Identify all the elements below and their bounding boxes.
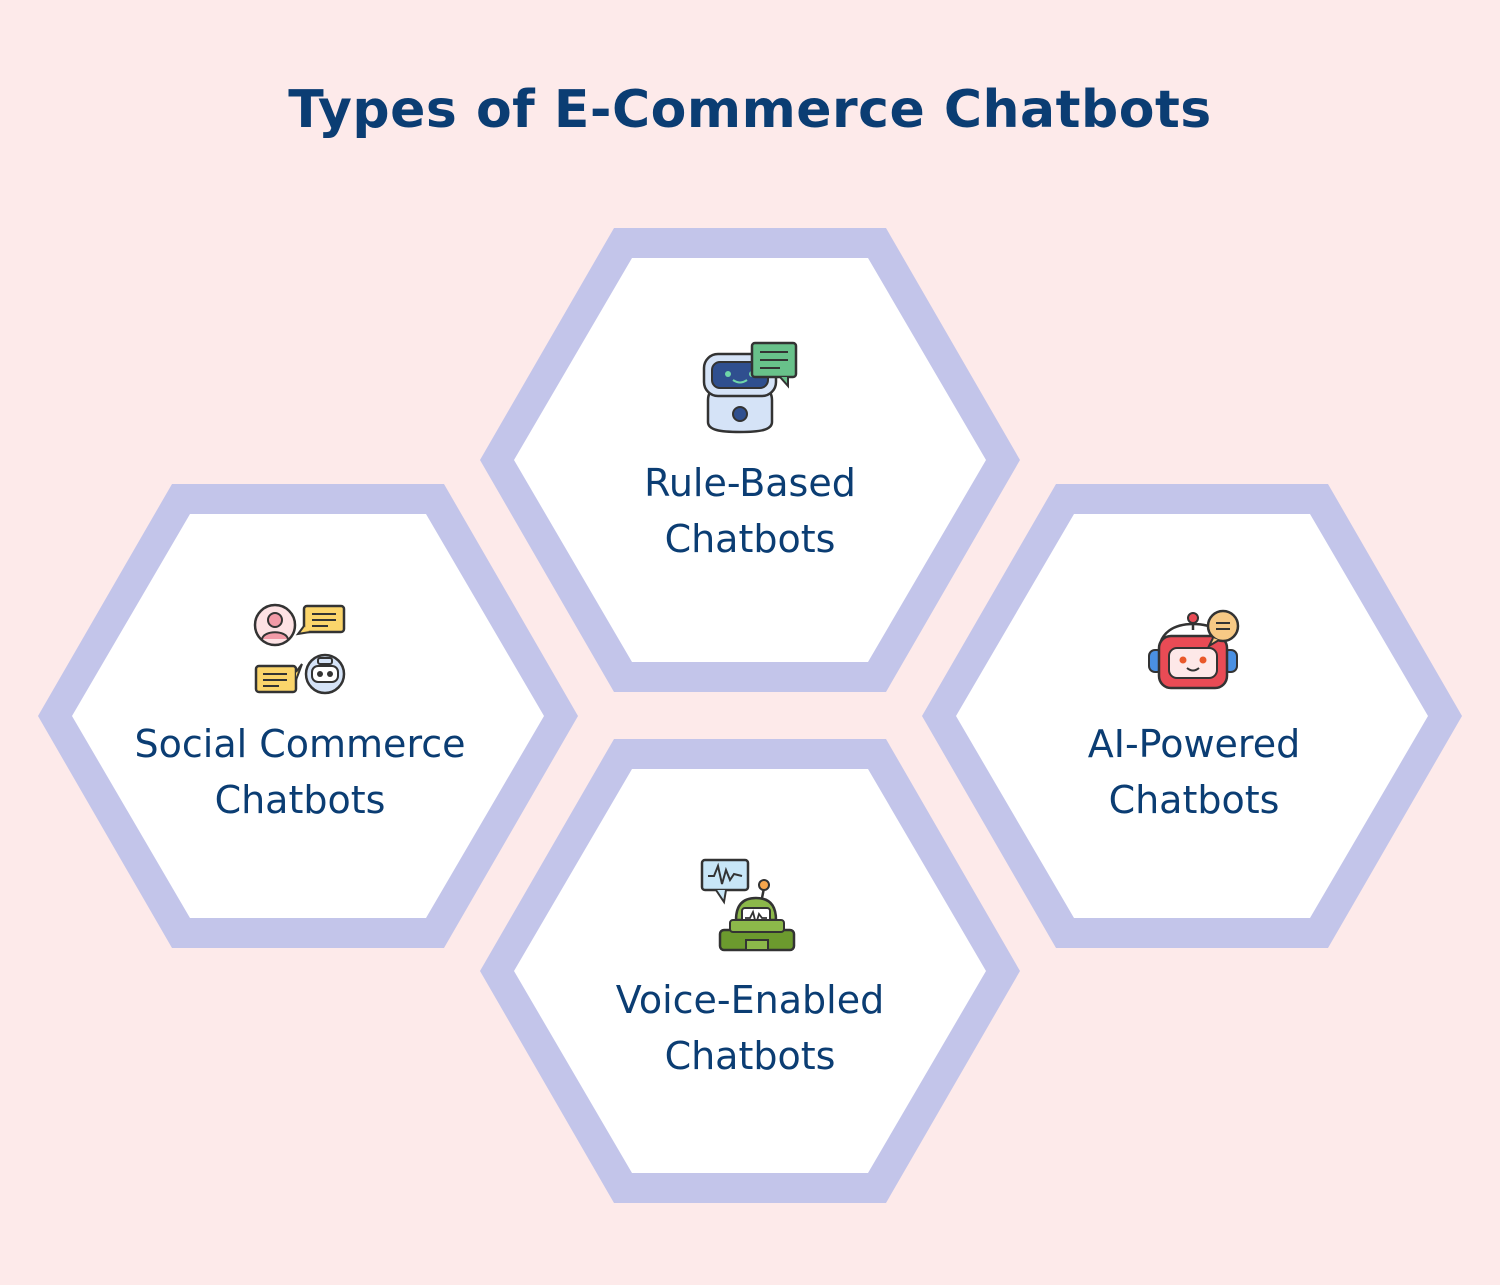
hex-label-social-commerce-line1: Social Commerce [134,722,466,766]
hex-label-rule-based-line2: Chatbots [664,517,836,561]
hex-fill-rule-based [514,258,986,662]
social-chat-icon [253,603,346,695]
hex-label-voice-enabled: Voice-Enabled Chatbots [540,972,960,1084]
hex-label-voice-enabled-line2: Chatbots [664,1034,836,1078]
voice-robot-icon [700,858,796,952]
hex-label-ai-powered-line1: AI-Powered [1087,722,1301,766]
hex-label-social-commerce: Social Commerce Chatbots [90,716,510,828]
robot-chat-icon [702,341,798,434]
hex-label-voice-enabled-line1: Voice-Enabled [615,978,885,1022]
hex-fill-voice-enabled [514,769,986,1173]
hex-fill-social-commerce [72,514,544,918]
page-title: Types of E-Commerce Chatbots [288,80,1212,140]
hex-label-rule-based-line1: Rule-Based [644,461,856,505]
hex-label-rule-based: Rule-Based Chatbots [540,455,960,567]
hex-label-ai-powered-line2: Chatbots [1108,778,1280,822]
hex-label-ai-powered: AI-Powered Chatbots [984,716,1404,828]
hex-fill-ai-powered [956,514,1428,918]
ai-robot-icon [1148,609,1240,690]
hex-label-social-commerce-line2: Chatbots [214,778,386,822]
